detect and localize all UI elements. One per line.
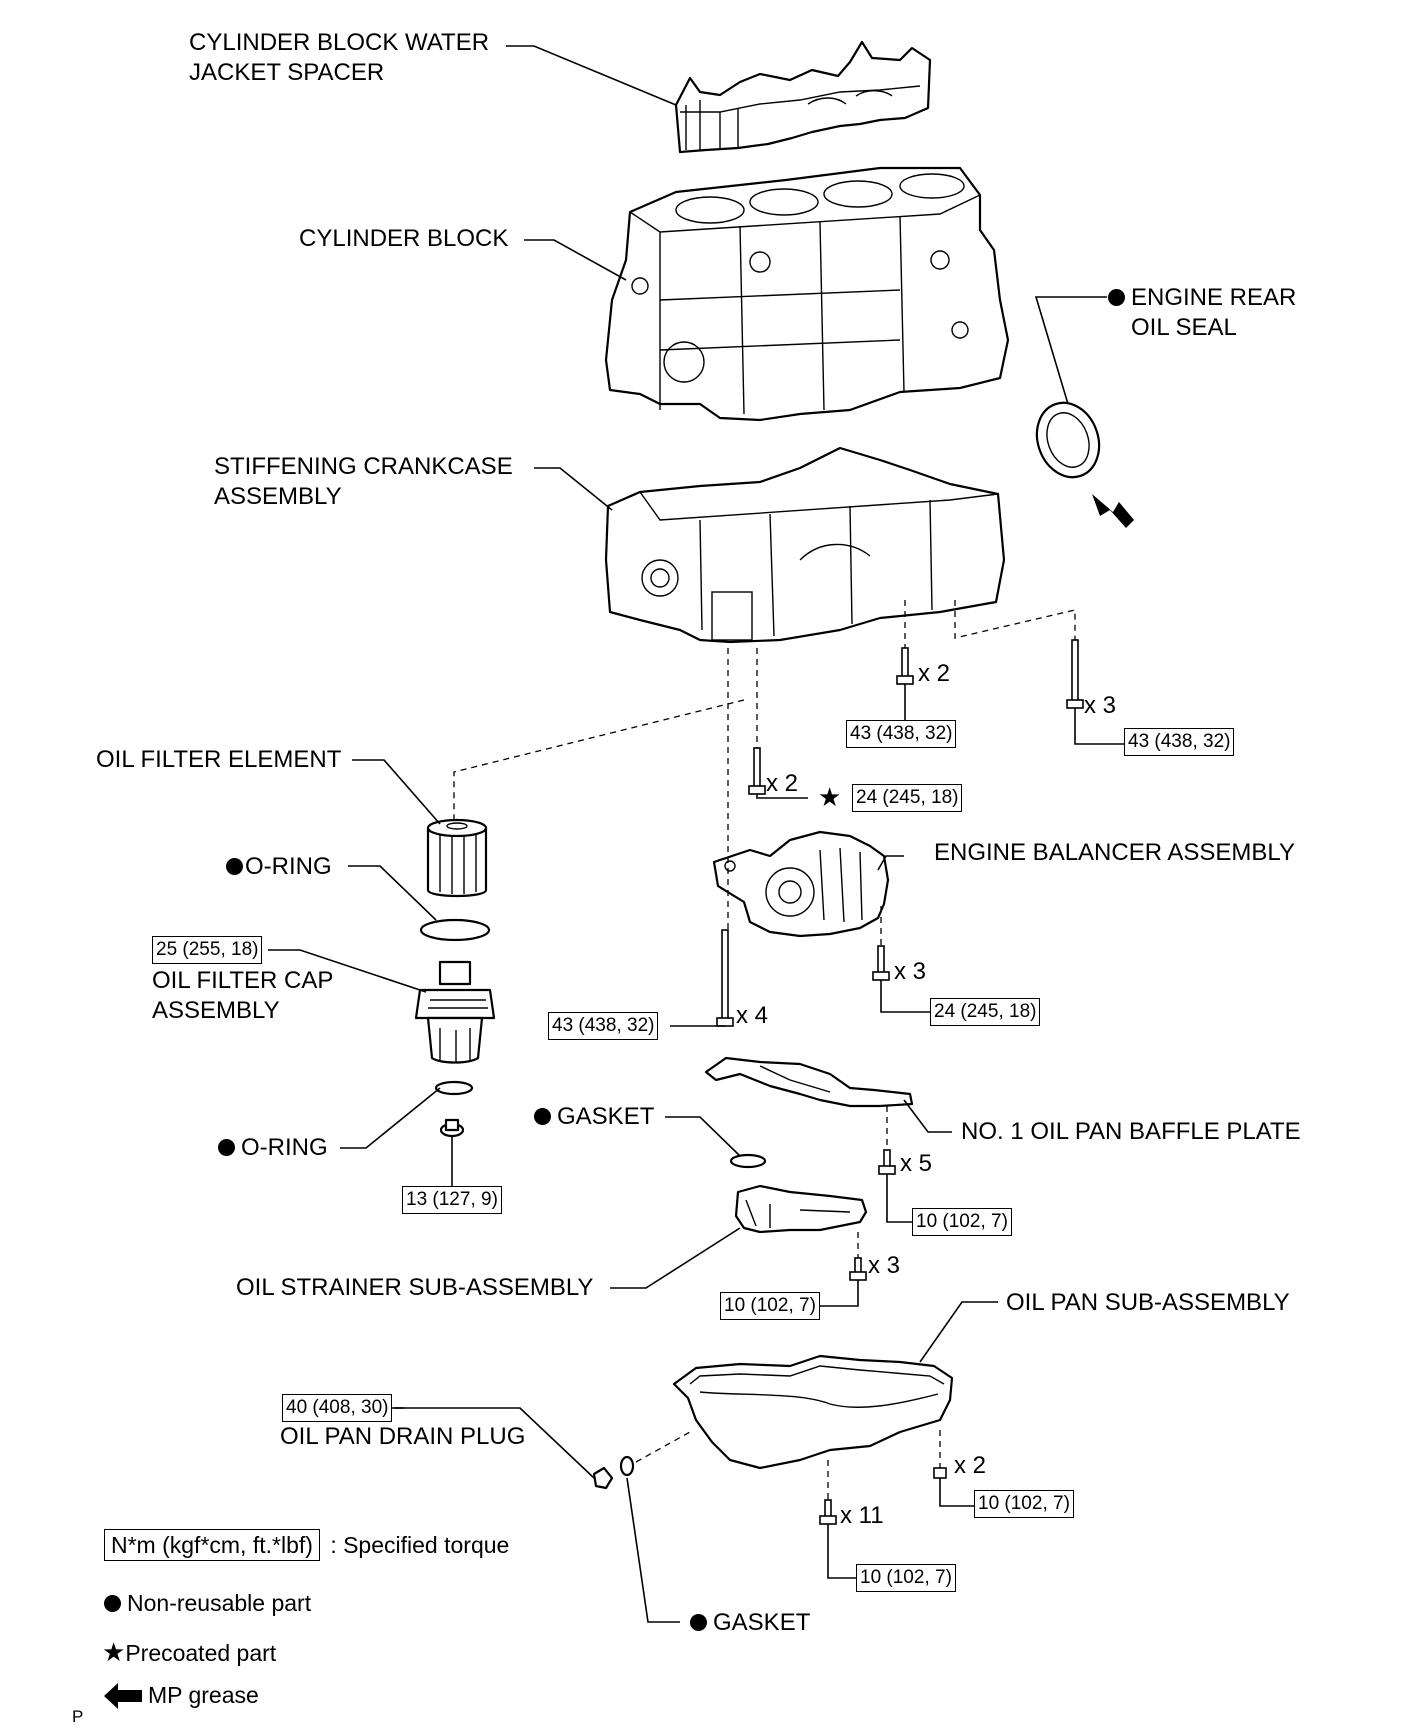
torque-balancer-long: 43 (438, 32) [548, 1012, 659, 1040]
legend-mp-grease: MP grease [104, 1680, 259, 1710]
engine-balancer [712, 830, 890, 938]
torque-baffle-x5: 10 (102, 7) [912, 1208, 1012, 1236]
non-reusable-dot-icon [218, 1139, 235, 1156]
legend-torque: N*m (kgf*cm, ft.*lbf) : Specified torque [104, 1529, 510, 1561]
bolt-crankcase-x3 [1066, 639, 1084, 709]
engine-rear-oil-seal [1035, 401, 1101, 479]
label-o-ring-upper: O-RING [226, 852, 332, 882]
torque-pan-x11: 10 (102, 7) [856, 1564, 956, 1592]
torque-pan-x2: 10 (102, 7) [974, 1490, 1074, 1518]
corner-mark: P [72, 1707, 84, 1726]
bolt-balancer-short [748, 747, 766, 795]
qty-pan-x11: x 11 [840, 1502, 884, 1529]
legend-non-reusable: Non-reusable part [104, 1588, 311, 1618]
qty-crankcase-x2: x 2 [918, 660, 951, 687]
qty-balancer-short: x 2 [766, 770, 799, 797]
torque-filter-cap: 25 (255, 18) [152, 936, 263, 964]
qty-balancer-x3: x 3 [894, 958, 927, 985]
stiffening-crankcase [604, 446, 1006, 644]
oil-filter-element [426, 818, 488, 898]
label-gasket-strainer: GASKET [534, 1102, 654, 1132]
qty-crankcase-x3: x 3 [1084, 692, 1117, 719]
non-reusable-dot-icon [104, 1595, 121, 1612]
qty-strainer-x3: x 3 [868, 1252, 901, 1279]
legend-precoated: ★Precoated part [102, 1637, 277, 1667]
bolt-crankcase-x2 [896, 647, 914, 685]
precoated-star-icon: ★ [102, 1637, 126, 1667]
qty-balancer-long: x 4 [736, 1002, 769, 1029]
qty-pan-x2: x 2 [954, 1452, 987, 1479]
torque-filter-plug: 13 (127, 9) [402, 1186, 502, 1214]
non-reusable-dot-icon [1108, 289, 1125, 306]
legend-torque-unit: N*m (kgf*cm, ft.*lbf) [104, 1529, 320, 1561]
label-baffle-plate: NO. 1 OIL PAN BAFFLE PLATE [961, 1118, 1301, 1145]
qty-baffle-x5: x 5 [900, 1150, 933, 1177]
precoated-star-icon: ★ [818, 782, 842, 812]
label-cylinder-block: CYLINDER BLOCK [299, 225, 509, 252]
torque-crankcase-x2: 43 (438, 32) [846, 720, 957, 748]
label-water-jacket-spacer: CYLINDER BLOCK WATER JACKET SPACER [189, 29, 490, 86]
cylinder-block [604, 166, 1010, 422]
label-engine-rear-oil-seal: ENGINE REAR OIL SEAL [1108, 283, 1296, 343]
bolt-pan-x2 [933, 1467, 947, 1479]
torque-balancer-short: 24 (245, 18) [852, 784, 963, 812]
bolt-balancer-x3 [872, 945, 890, 981]
o-ring-upper [419, 918, 491, 942]
label-oil-filter-cap: OIL FILTER CAP ASSEMBLY [152, 967, 334, 1024]
gasket-drain [619, 1455, 635, 1477]
label-oil-pan-drain-plug: OIL PAN DRAIN PLUG [280, 1423, 526, 1450]
gasket-strainer [729, 1153, 767, 1169]
leader-lines [268, 45, 1124, 1623]
non-reusable-dot-icon [226, 858, 243, 875]
oil-filter-drain-plug [439, 1118, 465, 1138]
bolt-balancer-long [716, 929, 734, 1027]
label-o-ring-lower: O-RING [218, 1133, 328, 1163]
mp-grease-arrow [1092, 494, 1134, 528]
label-gasket-drain: GASKET [690, 1608, 810, 1638]
o-ring-lower [434, 1080, 474, 1096]
oil-pan [672, 1354, 954, 1470]
label-oil-strainer: OIL STRAINER SUB-ASSEMBLY [236, 1274, 594, 1301]
oil-pan-drain-plug [592, 1466, 614, 1490]
non-reusable-dot-icon [690, 1614, 707, 1631]
torque-drain-plug: 40 (408, 30) [282, 1394, 393, 1422]
label-oil-filter-element: OIL FILTER ELEMENT [96, 746, 342, 773]
label-stiffening-crankcase: STIFFENING CRANKCASE ASSEMBLY [214, 453, 513, 510]
label-oil-pan: OIL PAN SUB-ASSEMBLY [1006, 1289, 1290, 1316]
torque-crankcase-x3: 43 (438, 32) [1124, 728, 1235, 756]
torque-strainer-x3: 10 (102, 7) [720, 1292, 820, 1320]
bolt-strainer-x3 [849, 1257, 867, 1281]
oil-pan-baffle-plate [704, 1056, 914, 1108]
label-engine-balancer: ENGINE BALANCER ASSEMBLY [934, 839, 1296, 866]
bolt-baffle-x5 [878, 1149, 896, 1175]
legend-torque-text: : Specified torque [330, 1532, 510, 1558]
non-reusable-dot-icon [534, 1108, 551, 1125]
water-jacket-spacer [674, 40, 932, 154]
oil-strainer [734, 1184, 868, 1234]
mp-grease-arrow-icon [104, 1683, 142, 1709]
bolt-pan-x11 [819, 1499, 837, 1525]
alignment-lines [453, 600, 1076, 1500]
oil-filter-cap [414, 960, 496, 1064]
torque-balancer-x3: 24 (245, 18) [930, 998, 1041, 1026]
